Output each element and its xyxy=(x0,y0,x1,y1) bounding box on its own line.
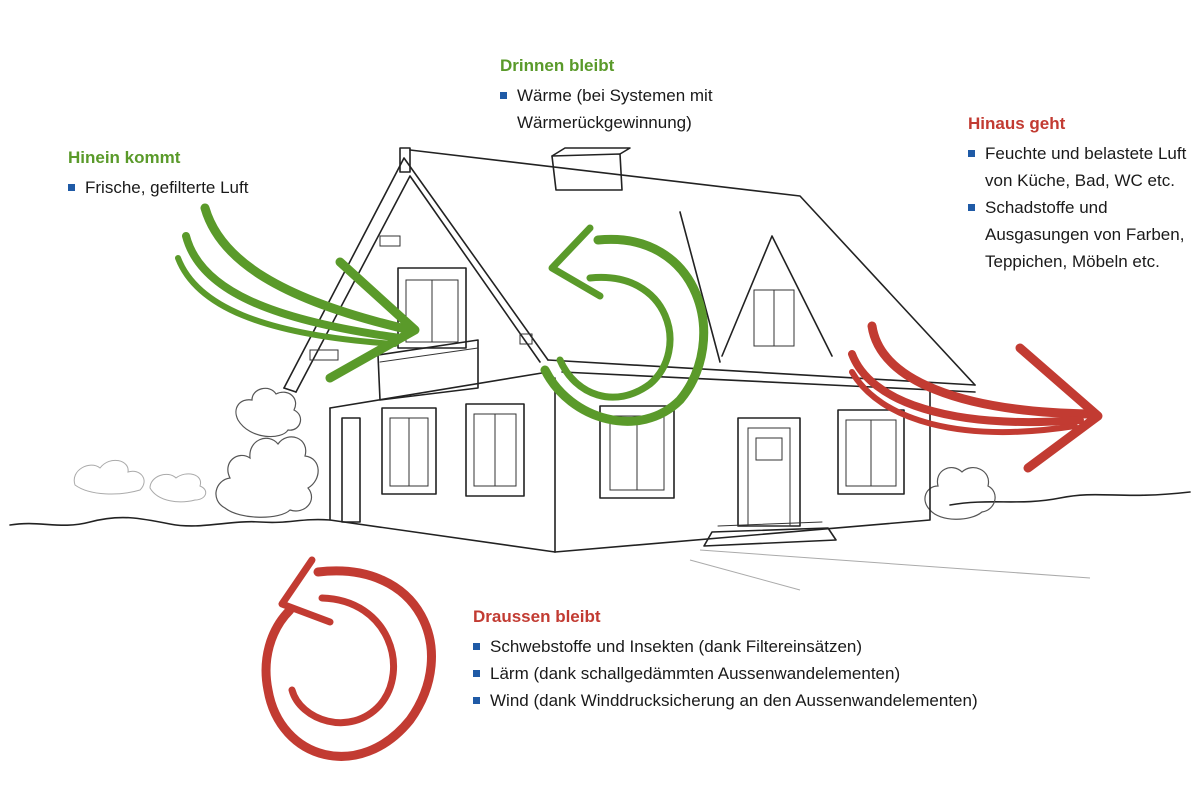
outflow-list: Feuchte und belastete Luft von Küche, Ba… xyxy=(968,140,1193,275)
list-item: Frische, gefilterte Luft xyxy=(68,174,368,201)
outside-arrow xyxy=(261,556,436,761)
indoor-list: Wärme (bei Systemen mit Wärmerückgewinnu… xyxy=(500,82,820,136)
bullet-icon xyxy=(68,184,75,191)
bullet-icon xyxy=(968,150,975,157)
bullet-icon xyxy=(473,643,480,650)
bullet-icon xyxy=(968,204,975,211)
bullet-icon xyxy=(473,670,480,677)
list-item: Schwebstoffe und Insekten (dank Filterei… xyxy=(473,633,1113,660)
inflow-info: Hinein kommt Frische, gefilterte Luft xyxy=(68,148,368,201)
indoor-info: Drinnen bleibt Wärme (bei Systemen mit W… xyxy=(500,56,820,136)
list-item-text: Wärme (bei Systemen mit Wärmerückgewinnu… xyxy=(517,86,713,132)
list-item-text: Lärm (dank schallgedämmten Aussenwandele… xyxy=(490,664,901,683)
list-item: Wind (dank Winddrucksicherung an den Aus… xyxy=(473,687,1113,714)
bullet-icon xyxy=(473,697,480,704)
ground-line xyxy=(9,491,1191,591)
list-item: Wärme (bei Systemen mit Wärmerückgewinnu… xyxy=(500,82,777,136)
outflow-title: Hinaus geht xyxy=(968,114,1066,133)
list-item: Feuchte und belastete Luft von Küche, Ba… xyxy=(968,140,1193,194)
list-item: Schadstoffe und Ausgasungen von Farben, … xyxy=(968,194,1193,275)
list-item-text: Schwebstoffe und Insekten (dank Filterei… xyxy=(490,637,863,656)
indoor-title: Drinnen bleibt xyxy=(500,56,615,75)
house-outline xyxy=(283,147,976,553)
outflow-arrow xyxy=(848,321,1103,473)
shrub-left xyxy=(73,387,319,518)
outdoor-info: Draussen bleibt Schwebstoffe und Insekte… xyxy=(473,607,1113,714)
inflow-arrow xyxy=(175,203,420,383)
list-item-text: Frische, gefilterte Luft xyxy=(85,178,249,197)
outdoor-list: Schwebstoffe und Insekten (dank Filterei… xyxy=(473,633,1113,714)
inflow-list: Frische, gefilterte Luft xyxy=(68,174,368,201)
list-item-text: Wind (dank Winddrucksicherung an den Aus… xyxy=(490,691,978,710)
shrub-right xyxy=(924,467,996,520)
list-item-text: Schadstoffe und Ausgasungen von Farben, … xyxy=(985,198,1185,271)
heat-recovery-arrow xyxy=(540,224,709,426)
list-item: Lärm (dank schallgedämmten Aussenwandele… xyxy=(473,660,1113,687)
outflow-info: Hinaus geht Feuchte und belastete Luft v… xyxy=(968,114,1193,275)
outdoor-title: Draussen bleibt xyxy=(473,607,601,626)
list-item-text: Feuchte und belastete Luft von Küche, Ba… xyxy=(985,144,1187,190)
bullet-icon xyxy=(500,92,507,99)
inflow-title: Hinein kommt xyxy=(68,148,181,167)
